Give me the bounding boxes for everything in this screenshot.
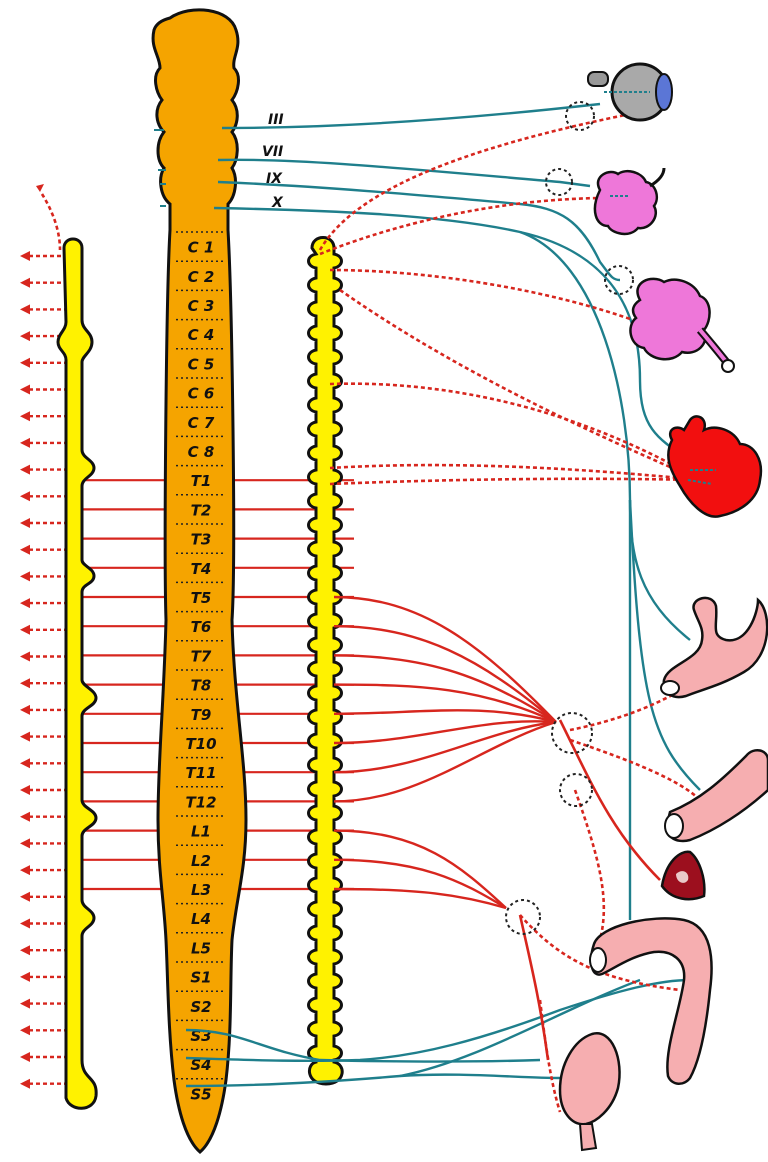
segment-label: S5 [190, 1085, 211, 1103]
output-arrowhead [20, 919, 30, 929]
output-arrowhead [20, 705, 30, 715]
output-arrowhead [20, 278, 30, 288]
svg-text:X: X [271, 195, 284, 211]
splanchnic-fiber [334, 710, 556, 722]
splanchnic-fiber [334, 721, 556, 743]
output-arrowhead [20, 678, 30, 688]
splanchnic-fiber [334, 722, 556, 772]
segment-label: T10 [185, 735, 216, 753]
eye-icon [588, 64, 672, 120]
output-arrowhead [20, 758, 30, 768]
svg-text:VII: VII [262, 144, 283, 160]
output-arrowhead [20, 838, 30, 848]
segment-label: C 4 [188, 326, 215, 344]
sympathetic-to-organs [42, 112, 700, 484]
output-arrowhead [20, 571, 30, 581]
output-arrowhead [20, 812, 30, 822]
segment-label: C 2 [188, 268, 215, 286]
splanchnic-fiber [334, 722, 556, 801]
output-arrowhead [20, 331, 30, 341]
output-arrowhead [20, 598, 30, 608]
svg-text:III: III [268, 112, 284, 128]
output-arrowhead [20, 732, 30, 742]
segment-label: C 5 [188, 355, 215, 373]
output-arrowhead [20, 999, 30, 1009]
segment-label: L4 [191, 910, 211, 928]
output-arrowhead [20, 465, 30, 475]
salivary-gland-icon [630, 279, 734, 372]
segment-label: S2 [190, 998, 211, 1016]
output-arrowhead [20, 518, 30, 528]
segment-label: L3 [191, 881, 211, 899]
adrenal-gland-icon [662, 852, 704, 899]
segment-label: C 7 [188, 414, 215, 432]
segment-label: L2 [191, 852, 211, 870]
output-arrowhead [36, 184, 44, 192]
segment-label: T8 [191, 677, 212, 695]
segment-label: C 8 [188, 443, 215, 461]
splanchnic-nerves [334, 597, 556, 908]
segment-label: T1 [191, 472, 212, 490]
bladder-icon [560, 1033, 620, 1150]
peripheral-output-arrows [20, 184, 68, 1089]
output-arrowhead [20, 972, 30, 982]
output-arrowhead [20, 652, 30, 662]
segment-label: T7 [191, 647, 212, 665]
segment-label: T6 [191, 618, 212, 636]
segment-label: C 6 [188, 385, 215, 403]
output-arrowhead [20, 865, 30, 875]
output-arrowhead [20, 304, 30, 314]
segment-label: L5 [191, 939, 211, 957]
segment-label: L1 [191, 823, 211, 841]
output-arrowhead [20, 545, 30, 555]
segment-label: S1 [190, 969, 211, 987]
output-arrowhead [20, 411, 30, 421]
segment-label: C 1 [188, 239, 215, 257]
output-arrowhead [20, 251, 30, 261]
output-arrowhead [20, 625, 30, 635]
output-arrowhead [20, 892, 30, 902]
stomach-icon [661, 598, 767, 697]
segment-label: T2 [191, 501, 212, 519]
segment-label: T11 [185, 764, 216, 782]
svg-text:IX: IX [266, 171, 283, 187]
output-arrowhead [20, 1052, 30, 1062]
small-intestine-icon [665, 750, 768, 841]
lacrimal-gland-icon [595, 168, 664, 234]
output-arrowhead [20, 438, 30, 448]
output-arrowhead [20, 358, 30, 368]
left-sympathetic-chain [58, 239, 96, 1108]
output-arrowhead [20, 945, 30, 955]
output-arrowhead [20, 785, 30, 795]
segment-label: C 3 [188, 297, 215, 315]
segment-label: T5 [191, 589, 212, 607]
segment-label: T12 [185, 793, 216, 811]
output-arrowhead [20, 385, 30, 395]
segment-label: T3 [191, 531, 212, 549]
output-arrowhead [20, 1079, 30, 1089]
segment-label: T4 [191, 560, 212, 578]
right-sympathetic-chain [309, 238, 343, 1085]
heart-icon [668, 416, 761, 516]
segment-label: T9 [191, 706, 212, 724]
output-arrowhead [20, 491, 30, 501]
output-arrowhead [20, 1025, 30, 1035]
